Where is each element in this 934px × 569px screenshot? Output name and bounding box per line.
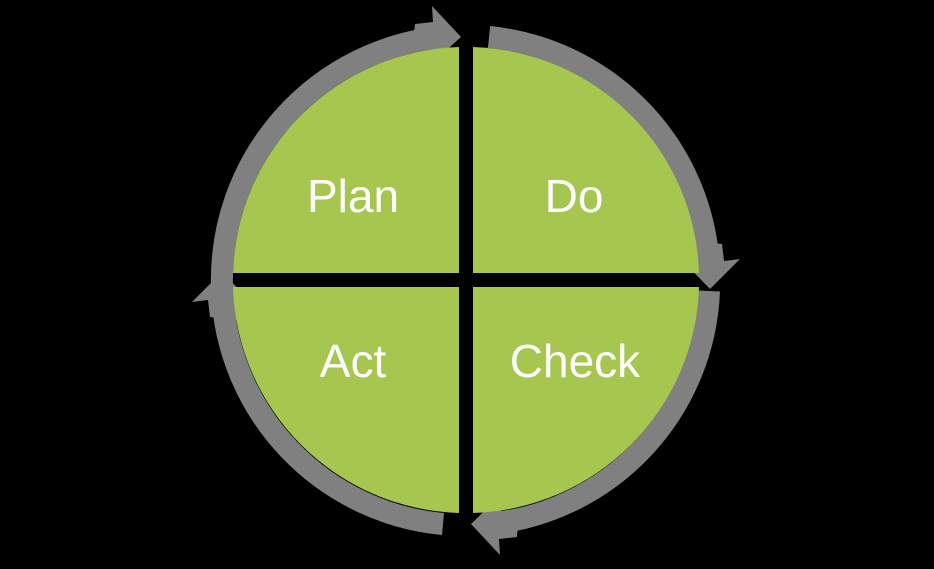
label-do: Do xyxy=(545,170,604,222)
arrow-check-to-act xyxy=(471,290,720,555)
quadrant-labels: Plan Do Check Act xyxy=(307,170,641,387)
arc-plan xyxy=(210,26,445,288)
wedge-check[interactable] xyxy=(473,287,699,513)
arrow-ring xyxy=(192,6,740,555)
arrowhead-act-up xyxy=(192,272,251,320)
arrow-act-to-plan xyxy=(192,272,445,535)
arrow-plan-to-do xyxy=(210,6,461,288)
arrow-do-to-check xyxy=(487,26,740,289)
arc-check xyxy=(487,290,720,535)
quadrant-wedges xyxy=(233,47,699,513)
label-act: Act xyxy=(320,335,387,387)
label-plan: Plan xyxy=(307,170,399,222)
label-check: Check xyxy=(510,335,641,387)
arc-act xyxy=(211,290,445,535)
arc-do xyxy=(487,26,720,271)
wedge-act[interactable] xyxy=(233,287,459,513)
arrowhead-check-left xyxy=(471,495,519,555)
arrowhead-do-down xyxy=(681,241,740,289)
wedge-do[interactable] xyxy=(473,47,699,273)
arrowhead-plan-right xyxy=(412,6,461,65)
wedge-plan[interactable] xyxy=(233,47,459,273)
